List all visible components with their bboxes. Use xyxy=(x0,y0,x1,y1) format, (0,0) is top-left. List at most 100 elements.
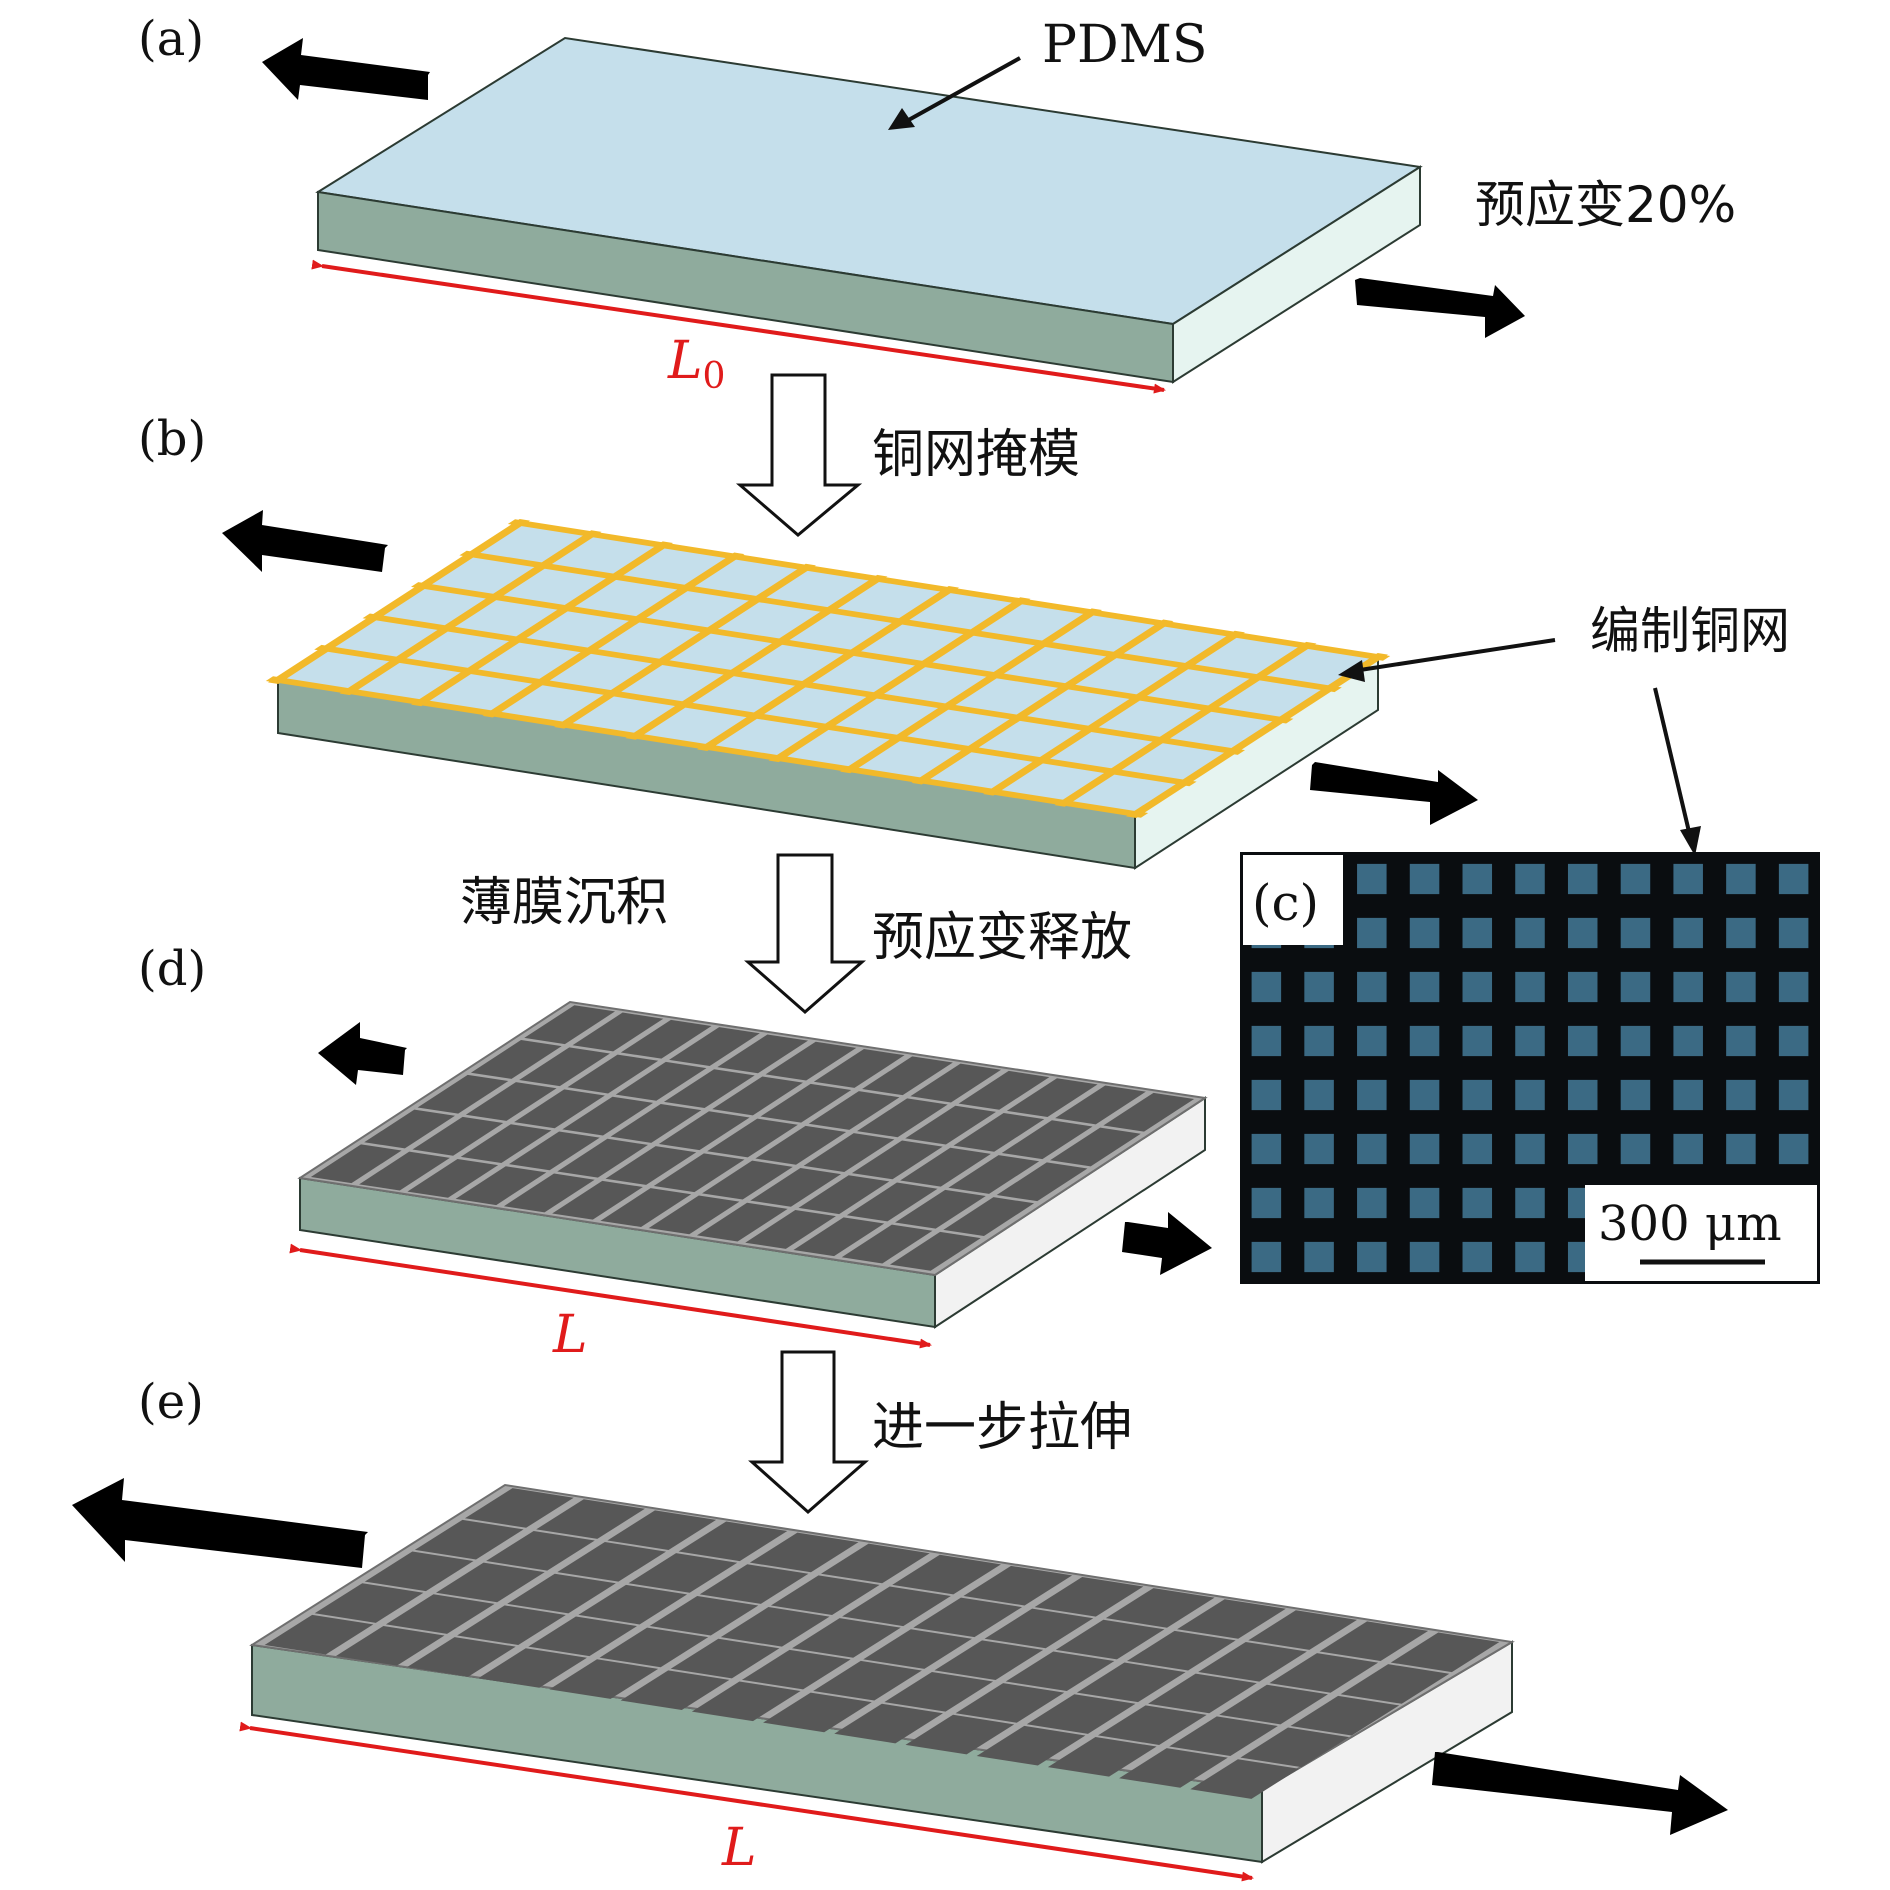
film-cell xyxy=(562,1096,654,1136)
film-cell xyxy=(508,1131,600,1171)
film-cell xyxy=(678,1521,788,1562)
film-cell xyxy=(507,1573,616,1614)
micrograph-cell xyxy=(1357,1133,1387,1165)
film-deposition-label: 薄膜沉积 xyxy=(460,873,668,933)
film-cells-d xyxy=(310,1005,1195,1271)
film-cell xyxy=(519,1047,610,1087)
film-cell xyxy=(846,1182,938,1222)
further-stretch-label: 进一步拉伸 xyxy=(872,1398,1132,1458)
micrograph-cell xyxy=(1726,917,1756,949)
woven-copper-mesh-label: 编制铜网 xyxy=(1590,602,1790,660)
prestrain-label: 预应变20% xyxy=(1475,176,1736,234)
film-cell xyxy=(842,1586,951,1627)
film-cell xyxy=(1050,1127,1141,1167)
film-cell xyxy=(486,1530,595,1571)
micrograph-cell xyxy=(1462,1133,1493,1165)
L-dimension-line-e xyxy=(239,1721,1254,1882)
micrograph-cell xyxy=(1515,971,1545,1003)
stretch-arrow-left-b xyxy=(222,510,388,572)
micrograph-cell xyxy=(1462,917,1493,949)
film-cell xyxy=(813,1660,922,1701)
stretch-arrow-right-a xyxy=(1355,278,1525,338)
micrograph-cell xyxy=(1462,1241,1493,1273)
film-cell xyxy=(1034,1576,1144,1617)
film-cell xyxy=(696,1202,788,1242)
micrograph-cell xyxy=(1251,1133,1282,1165)
micrograph-cell xyxy=(1409,917,1440,949)
film-cell xyxy=(414,1519,524,1560)
film-cell xyxy=(892,1554,1001,1595)
film-cell xyxy=(1390,1632,1500,1673)
film-cell xyxy=(1198,1641,1307,1682)
micrograph-cell xyxy=(1515,1025,1545,1057)
film-cell xyxy=(1148,1673,1257,1714)
film-cell xyxy=(798,1175,890,1215)
film-cell xyxy=(620,1670,730,1711)
panel-d-label: (d) xyxy=(138,941,206,997)
micrograph-cell xyxy=(1515,1133,1545,1165)
film-cell xyxy=(699,1564,809,1604)
panel-c-label-box xyxy=(1243,855,1343,945)
film-cell xyxy=(524,1005,616,1045)
process-arrow-3: 进一步拉伸 xyxy=(748,1350,1132,1515)
pdms-slab xyxy=(315,36,1423,384)
film-cell xyxy=(984,1608,1094,1649)
film-cell xyxy=(615,1061,707,1101)
film-cell xyxy=(648,1195,740,1235)
micrograph-cell xyxy=(1409,1241,1440,1273)
scale-bar-label: 300 μm xyxy=(1598,1196,1782,1252)
micrograph-cell xyxy=(1673,1133,1703,1165)
micrograph-cell xyxy=(1357,1025,1387,1057)
film-cell xyxy=(750,1167,842,1207)
film-cell xyxy=(417,1074,509,1114)
micrograph-cell xyxy=(1620,1079,1651,1111)
film-cell xyxy=(943,1197,1035,1236)
film-cell xyxy=(948,1155,1040,1194)
film-cell xyxy=(963,1565,1073,1606)
micrograph-cell xyxy=(1251,1025,1282,1057)
film-cell xyxy=(996,1162,1088,1202)
film-cell xyxy=(691,1681,801,1722)
film-cell xyxy=(702,1160,793,1200)
film-cell xyxy=(895,1189,986,1229)
panel-a-label: (a) xyxy=(138,11,204,67)
panel-b-label: (b) xyxy=(138,411,206,467)
panel-e: (e) L xyxy=(72,1374,1728,1882)
micrograph-cell xyxy=(1409,1133,1440,1165)
micrograph-cell xyxy=(1251,971,1282,1003)
L0-label: L0 xyxy=(667,331,725,397)
micrograph-cell xyxy=(1673,863,1703,895)
micrograph-cell xyxy=(1304,1133,1334,1165)
micrograph-cell xyxy=(1462,1025,1493,1057)
film-cell xyxy=(955,1683,1065,1723)
film-cell xyxy=(1006,1078,1098,1118)
stretch-arrow-left-d xyxy=(318,1022,407,1085)
pdms-end-face xyxy=(1172,165,1421,384)
film-cell xyxy=(670,1638,780,1679)
film-cell xyxy=(755,1125,847,1165)
film-cell xyxy=(599,1627,709,1668)
mesh-pointer-head xyxy=(1338,660,1365,682)
micrograph-cell xyxy=(1251,1241,1282,1273)
scale-bar-box xyxy=(1585,1185,1817,1281)
micrograph-pointer-head xyxy=(1680,826,1701,856)
micrograph-cell xyxy=(1462,863,1493,895)
micrograph-cell xyxy=(1357,971,1387,1003)
micrograph-pointer xyxy=(1653,687,1692,837)
copper-wire xyxy=(625,574,888,740)
micrograph-cell xyxy=(1726,863,1756,895)
copper-wire xyxy=(1054,641,1317,807)
film-cell xyxy=(335,1625,445,1666)
film-cell xyxy=(364,1551,474,1592)
film-cell xyxy=(1340,1664,1450,1704)
micrograph-cell xyxy=(1515,1079,1545,1111)
micrograph-cell xyxy=(1357,1241,1387,1273)
panel-d: (d) L xyxy=(138,941,1212,1365)
micrograph-cell xyxy=(1567,1025,1598,1057)
film-cell xyxy=(1103,1092,1195,1132)
micrograph-cell xyxy=(1304,1187,1334,1219)
film-slab-e xyxy=(249,1483,1515,1864)
film-cell xyxy=(745,1210,836,1249)
film-cell xyxy=(712,1076,803,1116)
L-label-e: L xyxy=(721,1818,757,1878)
